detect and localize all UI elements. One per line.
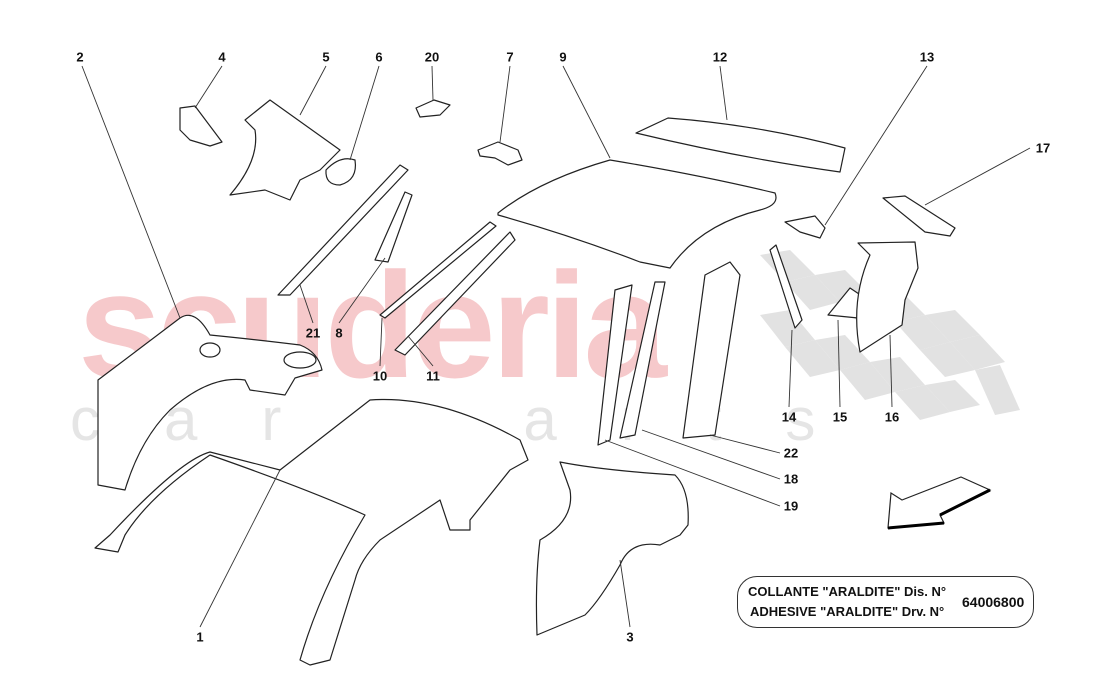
callout-11: 11	[426, 368, 440, 384]
part-21-strip	[277, 164, 409, 296]
callout-7: 7	[506, 49, 514, 65]
part-18-pillar	[619, 281, 666, 439]
part-19-pillar	[597, 284, 633, 446]
callout-2: 2	[76, 49, 84, 65]
note-line-english: ADHESIVE "ARALDITE" Drv. N°	[750, 604, 945, 619]
part-16-bracket	[856, 241, 919, 353]
part-9-roof-panel	[497, 159, 777, 269]
callout-12: 12	[712, 49, 728, 65]
part-5-inner-panel	[229, 99, 341, 201]
note-line-italian: COLLANTE "ARALDITE" Dis. N°	[748, 584, 947, 599]
part-14-strip	[769, 244, 803, 329]
callout-18: 18	[783, 471, 799, 487]
callout-4: 4	[218, 49, 226, 65]
part-11-rail	[394, 231, 516, 356]
part-3-rear-wing	[535, 461, 689, 636]
part-6-cap	[325, 158, 357, 186]
callout-16: 16	[884, 409, 900, 425]
note-part-code: 64006800	[962, 594, 1025, 610]
part-4-bracket	[179, 105, 223, 147]
callout-9: 9	[559, 49, 567, 65]
adhesive-note-box: COLLANTE "ARALDITE" Dis. N° ADHESIVE "AR…	[737, 576, 1034, 628]
part-8-strip	[374, 191, 413, 263]
callout-10: 10	[372, 368, 388, 384]
callout-22: 22	[783, 445, 799, 461]
callout-17: 17	[1035, 140, 1051, 156]
callout-3: 3	[626, 629, 634, 645]
callout-20: 20	[424, 49, 440, 65]
part-20-plate	[415, 99, 451, 118]
callout-14: 14	[781, 409, 797, 425]
part-13-cap	[784, 215, 826, 239]
callout-15: 15	[832, 409, 848, 425]
callout-19: 19	[783, 498, 799, 514]
callout-13: 13	[919, 49, 935, 65]
callout-21: 21	[305, 325, 321, 341]
leader-lines	[81, 65, 1031, 628]
callout-1: 1	[196, 629, 204, 645]
direction-arrow-icon	[887, 476, 992, 530]
part-17-trim	[882, 195, 956, 237]
part-10-rail	[379, 221, 497, 319]
callout-8: 8	[335, 325, 343, 341]
callout-6: 6	[375, 49, 383, 65]
part-7-clip	[477, 141, 523, 166]
part-12-rear-header	[635, 117, 846, 173]
callout-5: 5	[322, 49, 330, 65]
part-2-quarter-panel	[97, 314, 323, 491]
part-22-pillar	[682, 261, 741, 439]
part-1-roof-frame	[94, 398, 529, 666]
